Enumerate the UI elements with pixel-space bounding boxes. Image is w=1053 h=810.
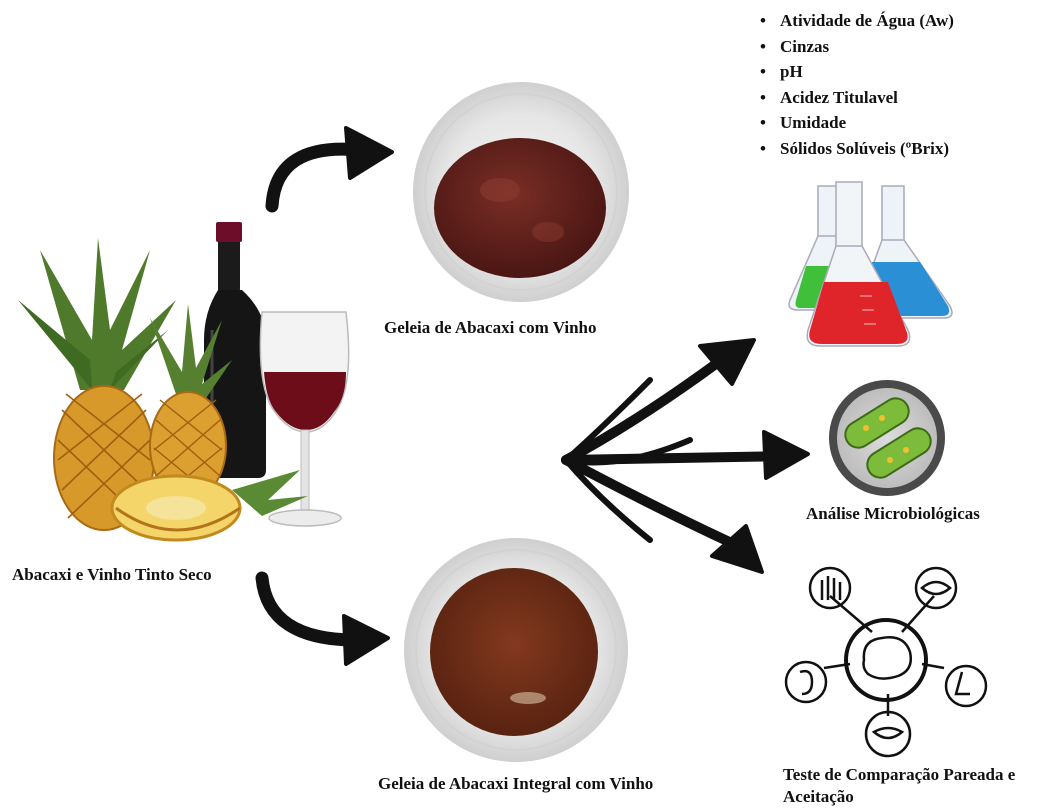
jam-cup-integral [404,538,628,762]
analysis-item: Cinzas [760,34,954,60]
label-microbiological: Análise Microbiológicas [806,504,980,523]
analysis-item: Acidez Titulavel [760,85,954,111]
lab-flasks-illustration [788,181,953,347]
label-ingredients: Abacaxi e Vinho Tinto Seco [12,565,212,584]
wine-glass [259,311,350,527]
label-jam-wine: Geleia de Abacaxi com Vinho [384,318,597,337]
bacterium-2 [866,427,932,479]
bacterium-1 [844,397,910,449]
sensory-icon [784,566,988,758]
analysis-item: Umidade [760,110,954,136]
analysis-item: pH [760,59,954,85]
analysis-item: Sólidos Solúveis (ºBrix) [760,136,954,162]
nose-icon [954,671,970,696]
ingredients-illustration [18,222,350,542]
flask-red [806,181,911,347]
analysis-item: Atividade de Água (Aw) [760,8,954,34]
pineapple-cut-half [110,470,308,542]
label-sensory-test: Teste de Comparação Pareada e Aceitação [783,765,1016,806]
curved-arrow-to-jam-integral [255,571,390,666]
ear-icon [799,669,814,696]
brain-icon [862,636,912,680]
hand-icon [820,576,842,600]
bacteria-icon [829,380,945,496]
jam-cup-wine [413,82,629,302]
physicochemical-analyses-list: Atividade de Água (Aw) Cinzas pH Acidez … [760,8,954,161]
branch-arrows-to-analyses [561,338,810,574]
eye-icon [920,580,952,596]
arrows [255,126,810,666]
label-jam-integral: Geleia de Abacaxi Integral com Vinho [378,774,654,793]
curved-arrow-to-jam-wine [265,126,394,213]
mouth-icon [871,726,905,740]
